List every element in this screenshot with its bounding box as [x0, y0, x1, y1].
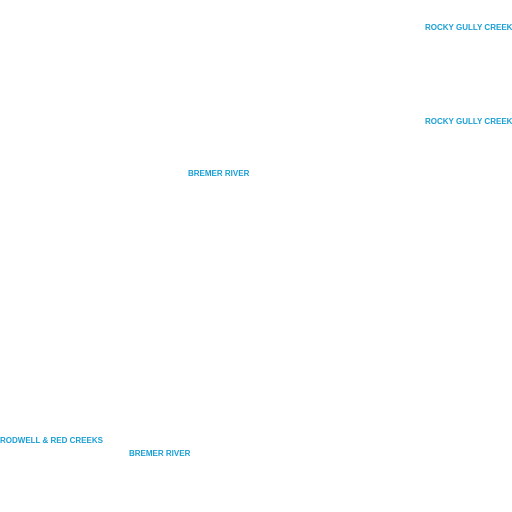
waterway-label-rodwell-red-creeks: RODWELL & RED CREEKS: [0, 436, 103, 445]
waterway-label-rocky-gully-creek: ROCKY GULLY CREEK: [425, 23, 512, 32]
waterway-label-bremer-river: BREMER RIVER: [129, 449, 191, 458]
waterway-label-rocky-gully-creek: ROCKY GULLY CREEK: [425, 117, 512, 126]
waterway-label-bremer-river: BREMER RIVER: [188, 169, 250, 178]
